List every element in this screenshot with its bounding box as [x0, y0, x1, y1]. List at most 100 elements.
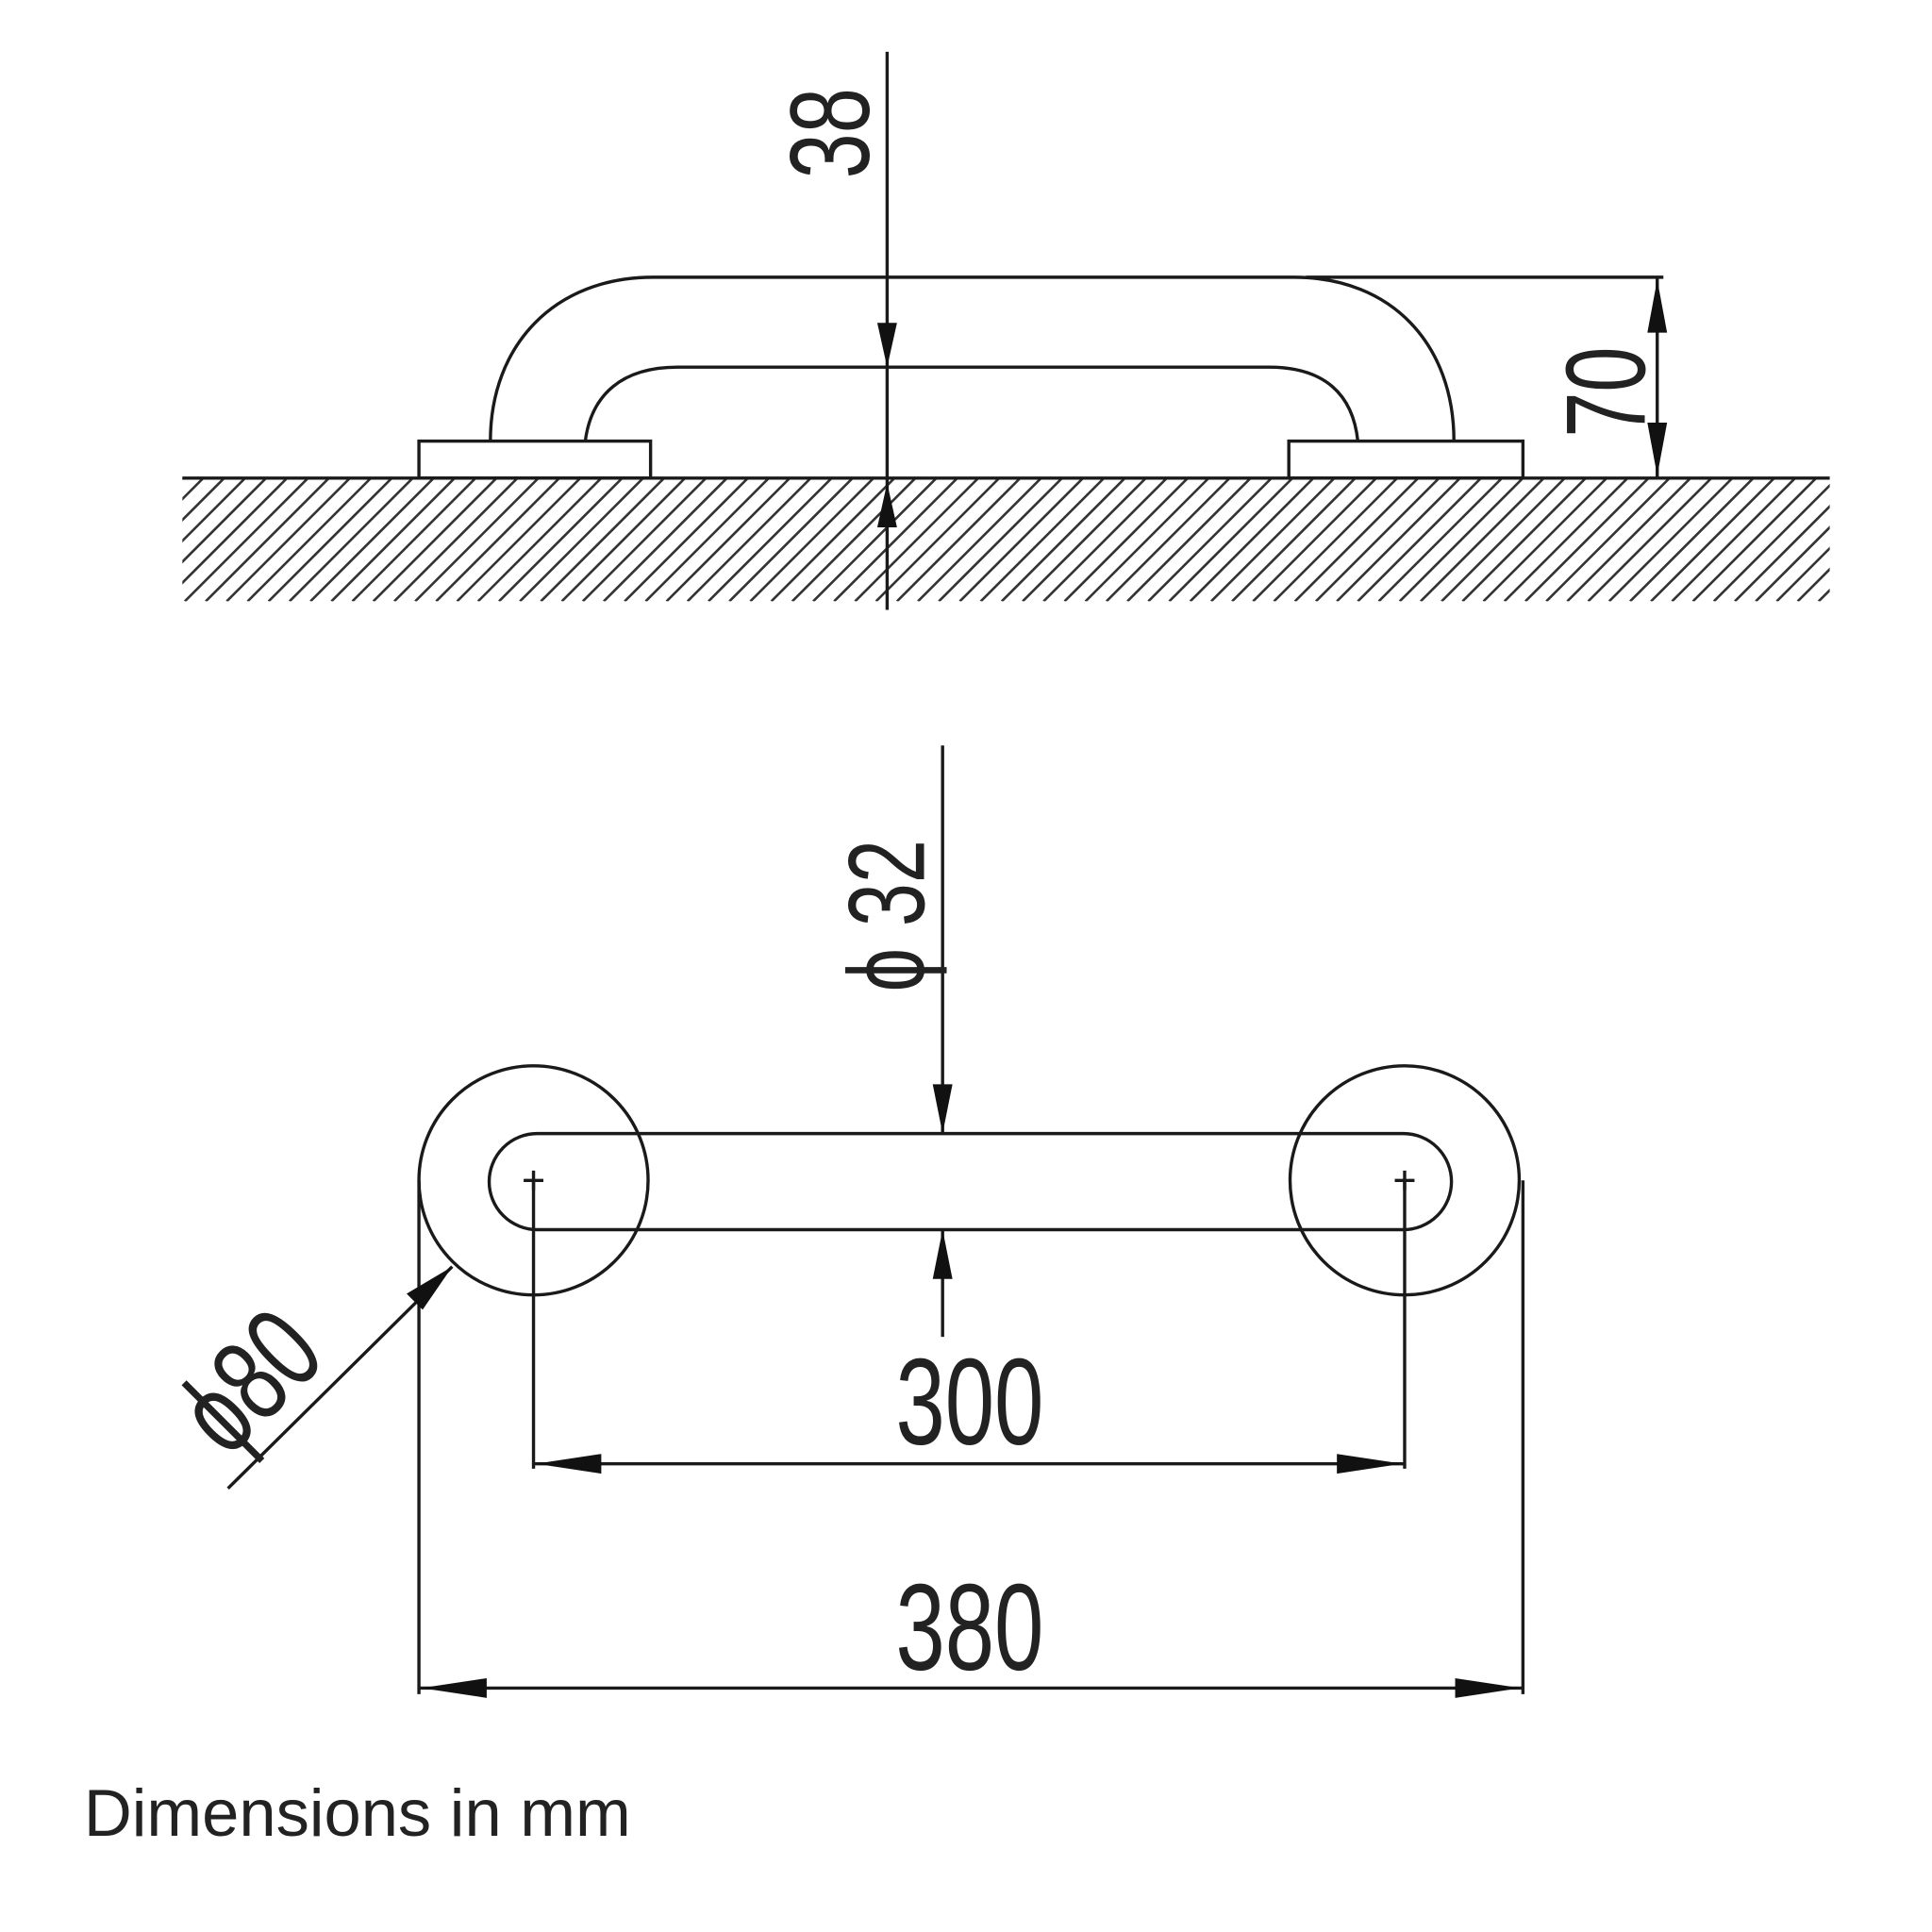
- hatch-line: [833, 477, 958, 602]
- hatch-line: [1022, 477, 1147, 602]
- bar-outer-profile: [489, 275, 1456, 441]
- hatch-line: [267, 477, 393, 602]
- hatch-line: [498, 477, 624, 602]
- hatch-line: [1840, 478, 1932, 602]
- hatch-line: [289, 477, 414, 602]
- hatch-line: [435, 477, 560, 602]
- hatch-line: [895, 477, 1022, 602]
- hatch-line: [749, 477, 874, 602]
- hatch-line: [1398, 477, 1524, 602]
- hatch-line: [182, 477, 184, 480]
- left-base-plate: [417, 439, 653, 480]
- hatch-line: [1607, 477, 1734, 602]
- hatch-line: [624, 477, 749, 602]
- hatch-line: [665, 477, 791, 602]
- dimension-70: 70: [1543, 346, 1670, 437]
- hatch-line: [1336, 477, 1461, 602]
- hatch-line: [1587, 477, 1713, 602]
- hatch-line: [1209, 477, 1336, 602]
- hatch-line: [1357, 477, 1482, 602]
- hatch-line: [414, 477, 540, 602]
- dimension-380: 380: [895, 1559, 1043, 1697]
- arrow-right-icon: [1337, 1454, 1403, 1474]
- hatch-line: [183, 477, 309, 602]
- hatch-line: [1671, 477, 1796, 602]
- hatch-line: [979, 477, 1106, 602]
- side-view: 38 70: [182, 51, 1932, 610]
- dimension-38: 38: [767, 88, 893, 178]
- hatch-line: [1461, 477, 1587, 602]
- hatch-line: [519, 477, 644, 602]
- hatch-line: [791, 477, 917, 602]
- hatch-line: [182, 477, 268, 564]
- hatch-line: [1691, 477, 1818, 602]
- hatch-line: [603, 477, 728, 602]
- hatch-line: [372, 477, 498, 602]
- dimension-300: 300: [895, 1334, 1043, 1472]
- arrow-up-icon: [1647, 279, 1668, 333]
- hatch-line: [1231, 477, 1357, 602]
- hatch-line: [1629, 477, 1755, 602]
- hatch-line: [1817, 588, 1830, 602]
- hatch-line: [182, 477, 205, 501]
- hatch-line: [1420, 477, 1545, 602]
- bar-inner-profile: [583, 365, 1360, 441]
- hatch-line: [1105, 477, 1231, 602]
- hatch-line: [560, 477, 687, 602]
- center-mark-icon: [524, 1170, 1415, 1191]
- leader-line-80: [226, 1265, 454, 1491]
- hatch-line: [1482, 477, 1608, 602]
- hatch-line: [708, 477, 833, 602]
- hatch-line: [917, 477, 1042, 602]
- dimension-phi-32: ϕ 32: [826, 840, 948, 991]
- top-view: ϕ 32 300 380 ϕ80: [153, 745, 1525, 1698]
- hatch-line: [393, 477, 519, 602]
- hatch-line: [182, 477, 289, 585]
- hatch-line: [1189, 477, 1315, 602]
- hatch-line: [1775, 546, 1830, 602]
- hatch-line: [1000, 477, 1126, 602]
- arrow-up-icon: [876, 483, 897, 528]
- hatch-line: [1252, 477, 1377, 602]
- units-note: Dimensions in mm: [84, 1775, 631, 1850]
- hatch-line: [225, 477, 351, 602]
- hatch-line: [246, 477, 373, 602]
- arrow-left-icon: [536, 1454, 602, 1474]
- hatch-line: [330, 477, 456, 602]
- arrow-up-icon: [932, 1229, 953, 1279]
- bar-tube: [487, 1131, 1454, 1232]
- hatch-line: [1566, 477, 1691, 602]
- hatch-line: [351, 477, 477, 602]
- hatch-line: [456, 477, 582, 602]
- arrow-left-icon: [421, 1677, 487, 1698]
- hatch-line: [1168, 477, 1294, 602]
- wall-hatching: [182, 477, 1932, 602]
- hatch-line: [581, 477, 708, 602]
- hatch-line: [1524, 477, 1650, 602]
- hatch-line: [476, 477, 603, 602]
- hatch-line: [686, 477, 812, 602]
- arrow-down-icon: [1647, 423, 1668, 476]
- hatch-line: [1084, 477, 1210, 602]
- hatch-line: [1273, 477, 1399, 602]
- arrow-down-icon: [932, 1084, 953, 1134]
- hatch-line: [770, 477, 896, 602]
- hatch-line: [1796, 567, 1830, 602]
- hatch-line: [812, 477, 938, 602]
- hatch-line: [1377, 477, 1504, 602]
- hatch-line: [1147, 477, 1273, 602]
- hatch-line: [205, 477, 330, 602]
- arrow-down-icon: [876, 323, 897, 368]
- hatch-line: [1503, 477, 1629, 602]
- hatch-line: [1650, 477, 1775, 602]
- hatch-line: [182, 477, 225, 523]
- hatch-line: [1063, 477, 1190, 602]
- arrow-icon: [407, 1266, 453, 1310]
- hatch-line: [1293, 477, 1420, 602]
- hatch-line: [728, 477, 854, 602]
- hatch-line: [958, 477, 1085, 602]
- hatch-line: [182, 477, 246, 543]
- hatch-line: [1712, 483, 1830, 602]
- right-base-plate: [1287, 439, 1525, 480]
